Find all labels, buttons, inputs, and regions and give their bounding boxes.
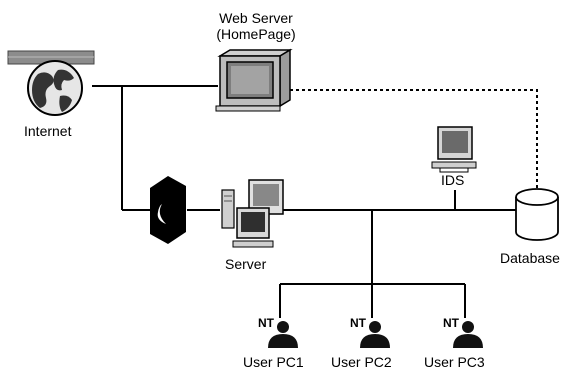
server-label: Server xyxy=(225,256,267,272)
globe-icon xyxy=(7,50,95,116)
connections xyxy=(92,85,538,318)
server-cluster-icon xyxy=(221,179,284,248)
web-server-label-line2: (HomePage) xyxy=(216,26,296,42)
user-pc1-label: User PC1 xyxy=(243,354,304,370)
firewall-icon xyxy=(150,176,186,244)
user-pc2-badge: NT xyxy=(350,316,367,330)
user-pc3-badge: NT xyxy=(443,316,460,330)
user-pc1-badge: NT xyxy=(258,316,275,330)
webserver-to-database-dashed-line xyxy=(290,89,538,190)
server-computer-icon xyxy=(215,48,293,112)
user-pc1-icon: NT xyxy=(258,316,298,348)
database-cylinder-icon xyxy=(515,188,559,241)
user-pc2-icon: NT xyxy=(350,316,390,348)
user-pc2-label: User PC2 xyxy=(331,354,392,370)
web-server-label: Web Server (HomePage) xyxy=(196,10,316,42)
user-pc3-label: User PC3 xyxy=(424,354,485,370)
ids-label: IDS xyxy=(441,172,465,188)
database-label: Database xyxy=(500,250,560,266)
internet-label: Internet xyxy=(24,123,72,139)
web-server-label-line1: Web Server xyxy=(219,10,293,26)
desktop-computer-icon xyxy=(431,126,477,173)
user-pc3-icon: NT xyxy=(443,316,483,348)
